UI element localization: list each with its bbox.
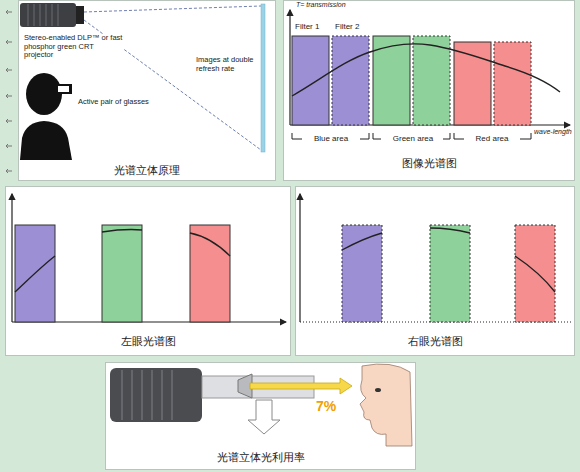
projector-label: Stereo-enabled DLP™ or fast phosphor gre… <box>24 34 124 60</box>
left-eye-panel: 左眼光谱图 <box>5 186 291 356</box>
panel-caption: 左眼光谱图 <box>5 334 291 349</box>
edge-arrows <box>6 10 12 173</box>
glasses-label: Active pair of glasses <box>78 98 178 107</box>
projector-top <box>20 3 84 27</box>
area-label: Green area <box>383 134 443 143</box>
area-label: Blue area <box>303 134 359 143</box>
projector-efficiency <box>110 364 412 446</box>
spectrum-chart <box>290 10 570 139</box>
panels <box>6 1 575 470</box>
filter-label: Filter 2 <box>335 22 369 31</box>
efficiency-panel: 光谱立体光利用率 <box>105 362 416 470</box>
area-label: Red area <box>465 134 519 143</box>
screen <box>261 4 265 152</box>
panel-caption: 光谱立体原理 <box>18 163 276 178</box>
axis-label: wave-length <box>534 128 572 136</box>
projection-lines <box>84 6 261 150</box>
left-eye-chart <box>12 194 286 322</box>
viewer <box>20 73 72 160</box>
screen-label: Images at double refresh rate <box>196 56 258 73</box>
panel-caption: 光谱立体光利用率 <box>105 450 416 465</box>
panel-caption: 右眼光谱图 <box>295 334 575 349</box>
spectrum-panel: 图像光谱图 <box>283 0 575 181</box>
right-eye-chart <box>300 194 571 322</box>
panel-caption: 图像光谱图 <box>283 156 575 171</box>
right-eye-panel: 右眼光谱图 <box>295 186 575 356</box>
principle-panel: 光谱立体原理 <box>18 0 276 181</box>
percentage-label: 7% <box>306 398 346 414</box>
filter-label: Filter 1 <box>295 22 329 31</box>
axis-label: T= transmission <box>296 1 386 9</box>
